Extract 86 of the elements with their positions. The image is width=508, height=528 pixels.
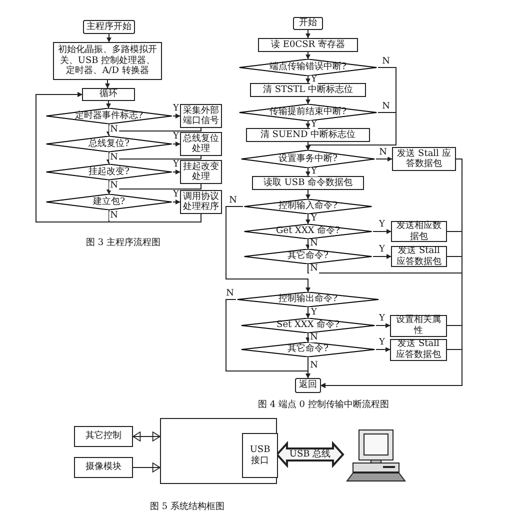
arrow	[306, 142, 310, 150]
edge-label: N	[225, 290, 235, 298]
edge-label: N	[381, 58, 391, 66]
figure-caption: 图 3 主程序流程图	[86, 236, 160, 249]
arrow	[172, 200, 180, 204]
arrow	[106, 100, 111, 108]
computer-drawing	[343, 429, 408, 482]
process-box: 其它控制	[74, 426, 133, 447]
edge-label: N	[309, 362, 319, 370]
process-box: 总线复位处理	[180, 132, 222, 156]
process-box: 挂起改变处理	[180, 160, 222, 184]
arrow	[376, 347, 390, 352]
arrow	[376, 323, 390, 328]
process-box: 清 SUEND 中断标志位	[246, 128, 370, 142]
process-box: 初始化晶振、多路模拟开关、USB 控制处理器、定时器、A/D 转换器	[53, 42, 162, 80]
arrow	[306, 96, 310, 104]
process-box: USB 接口	[242, 433, 278, 478]
terminal-box: 主程序开始	[83, 20, 135, 34]
arrow	[306, 30, 310, 38]
arrow	[172, 170, 180, 174]
arrow	[306, 332, 310, 342]
arrow	[172, 114, 180, 118]
double-arrow	[132, 432, 160, 442]
arrow	[106, 128, 202, 136]
edge-label: N	[378, 148, 388, 158]
edge-label: Y	[172, 190, 180, 200]
figure-caption: 图 4 端点 0 控制传输中断流程图	[258, 398, 389, 411]
arrow	[106, 184, 202, 194]
process-box: 清 STSTL 中断标志位	[250, 83, 366, 97]
process-box: 读取 USB 命令数据包	[252, 176, 364, 190]
arrow	[306, 306, 310, 318]
edge-label: Y	[310, 75, 318, 84]
arrow	[320, 349, 462, 388]
terminal-box: 返回	[295, 378, 321, 393]
arrow	[36, 92, 202, 222]
edge-label: Y	[378, 220, 386, 230]
edge-label: N	[109, 212, 119, 220]
edge-label: Y	[310, 120, 318, 129]
edge-label: N	[109, 125, 119, 134]
edge-label: Y	[172, 160, 180, 170]
arrow	[376, 156, 392, 162]
process-box: 摄像模块	[74, 457, 133, 478]
arrow	[372, 254, 392, 259]
process-box: 发送 Stall 应答数据包	[392, 147, 456, 171]
edge-label: N	[309, 333, 319, 342]
arrow	[306, 168, 310, 176]
terminal-box: 开始	[293, 17, 323, 30]
edge-label: Y	[378, 338, 386, 348]
edge-label: Y	[310, 214, 318, 224]
arrow	[106, 34, 112, 42]
edge-label: USB 总线	[288, 450, 332, 459]
edge-label: N	[309, 264, 319, 274]
process-box: 循环	[82, 88, 135, 101]
edge-label: N	[109, 153, 119, 162]
arrow	[306, 356, 310, 378]
edge-label: N	[228, 196, 238, 206]
edge-label: Y	[310, 168, 318, 176]
process-box: 设置相关属性	[390, 314, 447, 336]
process-box: 发送 Stall 应答数据包	[390, 338, 447, 360]
process-box: 发送相应数据包	[391, 221, 447, 242]
arrow	[132, 462, 160, 472]
module-box	[160, 418, 277, 484]
edge-label: Y	[172, 104, 180, 114]
process-box: 读 E0CSR 寄存器	[258, 38, 358, 52]
arrow	[306, 76, 310, 84]
arrow	[226, 206, 310, 292]
arrow	[372, 229, 392, 234]
arrow	[306, 190, 310, 200]
edge-label: Y	[378, 246, 386, 254]
edge-label: Y	[378, 314, 386, 324]
edge-label: N	[109, 182, 119, 190]
figure-caption: 图 5 系统结构框图	[150, 500, 224, 513]
edge-label: N	[309, 240, 319, 248]
arrow	[172, 142, 180, 146]
edge-label: N	[381, 102, 391, 112]
process-box: 调用协议处理程序	[180, 190, 222, 214]
edge-label: Y	[310, 308, 318, 317]
arrow	[106, 156, 202, 164]
arrow	[306, 238, 310, 250]
process-box: 发送 Stall 应答数据包	[391, 246, 447, 267]
arrow	[105, 80, 110, 88]
arrow	[306, 214, 310, 224]
process-box: 采集外部端口信号	[180, 104, 222, 128]
arrow	[306, 120, 310, 128]
arrow	[306, 52, 310, 60]
edge-label: Y	[172, 132, 180, 142]
